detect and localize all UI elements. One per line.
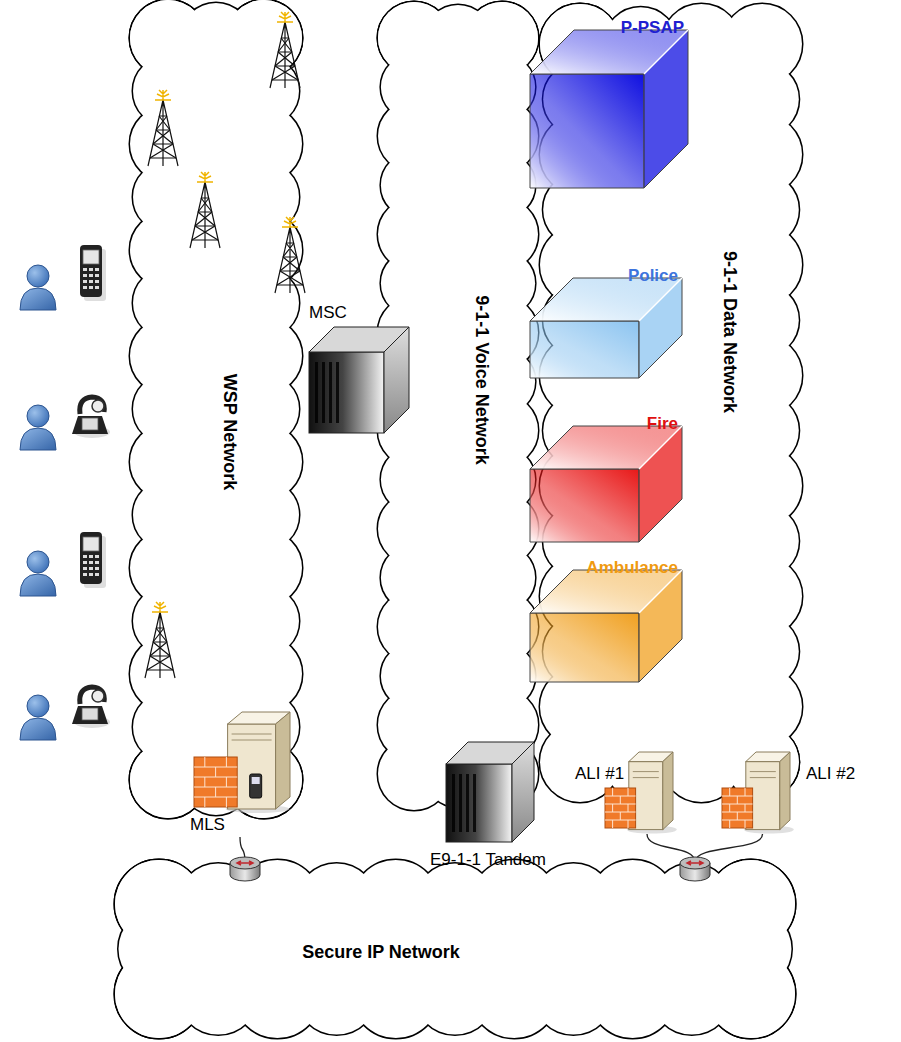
agency-box: Fire <box>530 414 682 542</box>
switch-node: MSC <box>305 303 413 435</box>
network-label: WSP Network <box>220 374 241 491</box>
node-label: ALI #2 <box>806 764 855 784</box>
box-outline <box>530 18 688 188</box>
node-label: ALI #1 <box>575 764 624 784</box>
box-outline <box>530 414 682 542</box>
box-label: Fire <box>647 414 678 434</box>
connector-line <box>647 834 695 862</box>
network-cloud: WSP Network <box>130 0 302 818</box>
server-node: ALI #2 <box>722 752 872 834</box>
cloud-outline <box>130 0 302 818</box>
node-label: MSC <box>309 303 347 323</box>
box-label: Police <box>628 266 678 286</box>
network-cloud: Secure IP Network <box>115 860 795 1038</box>
agency-box: Ambulance <box>530 558 682 682</box>
ip-router <box>230 857 710 881</box>
psap-box: P-PSAP <box>530 18 688 188</box>
network-label: Secure IP Network <box>302 942 460 963</box>
network-label: 9-1-1 Data Network <box>720 251 741 413</box>
network-label: 9-1-1 Voice Network <box>472 295 493 465</box>
server-node: ALI #1 <box>575 752 675 834</box>
caller-person <box>20 265 56 740</box>
box-label: P-PSAP <box>621 18 684 38</box>
node-label: E9-1-1 Tandem <box>430 850 546 870</box>
box-label: Ambulance <box>586 558 678 578</box>
cell-tower <box>145 12 305 678</box>
connector-line <box>695 834 763 862</box>
server-node: MLS <box>188 712 292 837</box>
switch-node: E9-1-1 Tandem <box>424 742 556 874</box>
agency-box: Police <box>530 266 682 378</box>
node-label: MLS <box>190 815 225 835</box>
connector-line <box>240 837 245 862</box>
switch-icon <box>305 303 413 435</box>
caller-device <box>72 245 110 728</box>
